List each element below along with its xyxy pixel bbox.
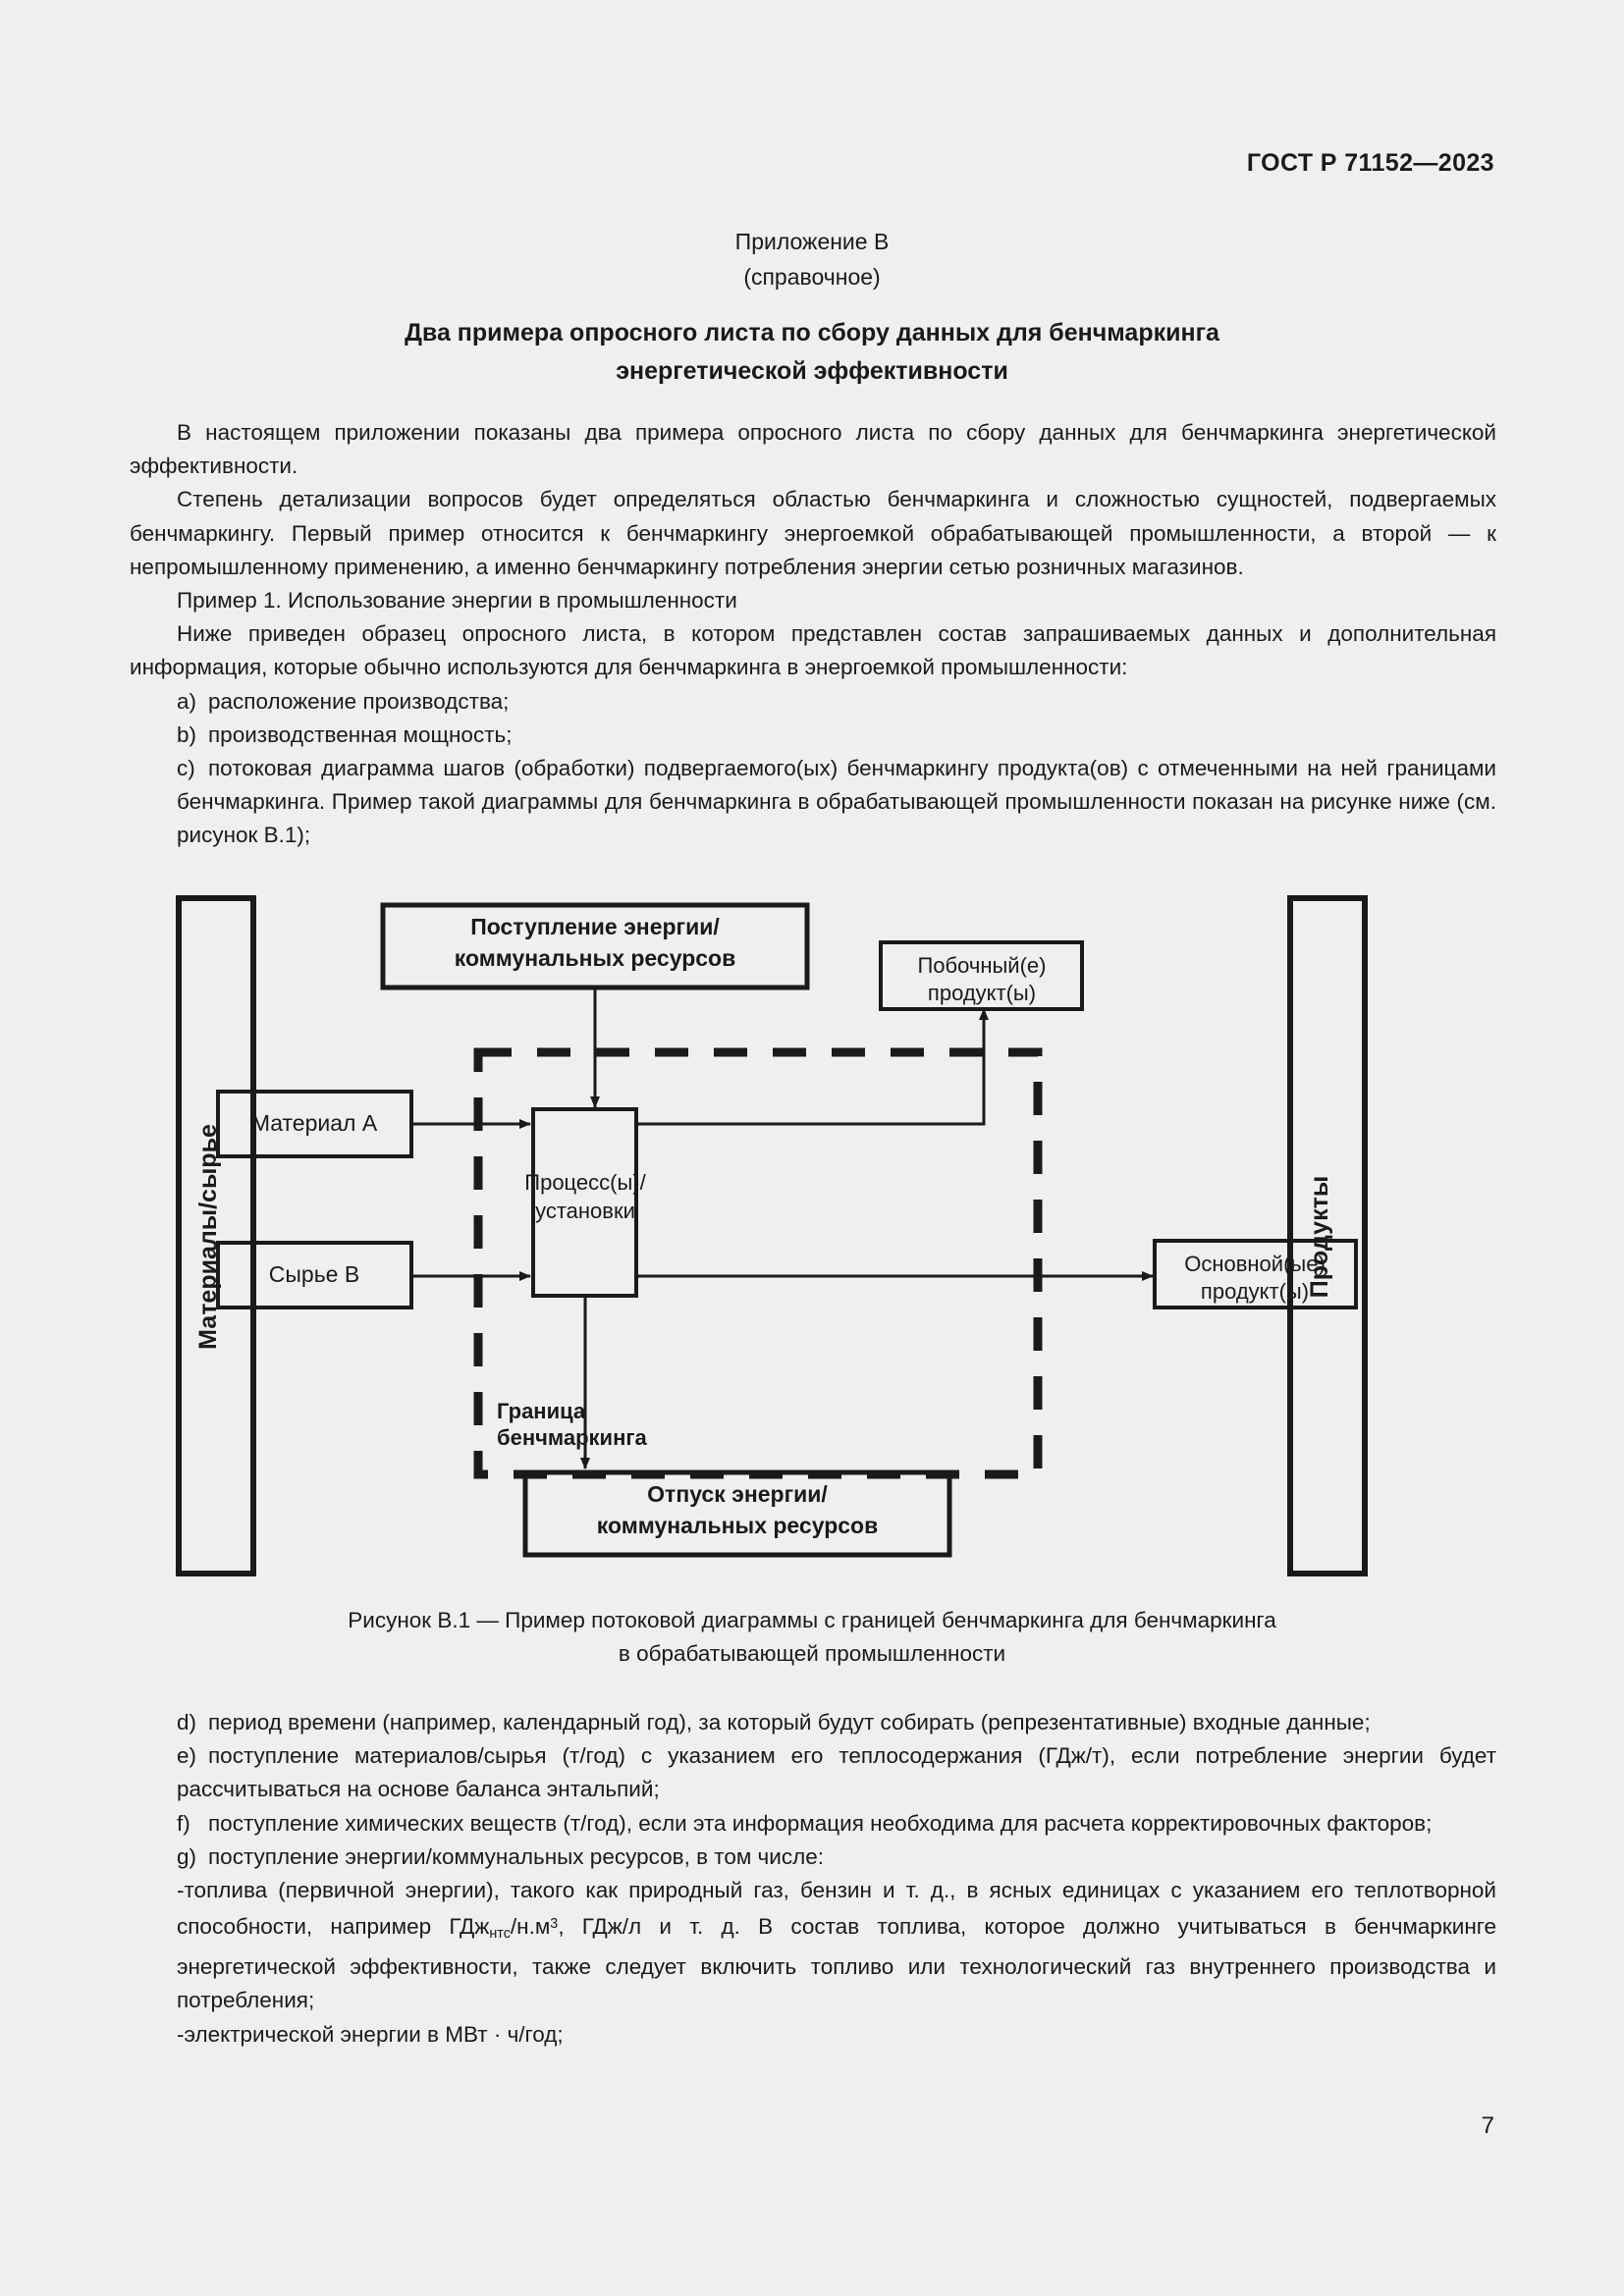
list-marker: b) (177, 721, 197, 747)
figure-caption-line-2: в обрабатывающей промышленности (618, 1641, 1006, 1666)
dash-item-text-suffix: , ГДж/л и т. д. В состав топлива, которо… (177, 1914, 1496, 2013)
byproduct-box (879, 940, 1084, 1011)
products-bar (1287, 895, 1368, 1576)
raw-b-label: Сырье В (269, 1261, 359, 1287)
dash-item-subscript: нтс (489, 1926, 511, 1942)
energy-output-label-line-2: коммунальных ресурсов (597, 1513, 878, 1538)
body-text-after-figure: d) период времени (например, календарный … (130, 1706, 1496, 2052)
dash-item-text: электрической энергии в МВт · ч/год; (184, 2021, 564, 2047)
mainproduct-label-line-1: Основной(ые) (1184, 1252, 1326, 1276)
appendix-sublabel: (справочное) (743, 264, 881, 290)
list-item-text: расположение производства; (208, 688, 510, 714)
list-marker: f) (177, 1810, 190, 1836)
list-item-text: потоковая диаграмма шагов (обработки) по… (177, 756, 1496, 848)
list-item: c)потоковая диаграмма шагов (обработки) … (130, 752, 1496, 853)
list-item: g) поступление энергии/коммунальных ресур… (130, 1841, 1496, 1874)
paragraph: Ниже приведен образец опросного листа, в… (130, 621, 1496, 680)
dash-item-text-prefix: топлива (первичной энергии), такого как … (177, 1878, 1496, 1940)
list-item: b) производственная мощность; (130, 719, 1496, 752)
dash-marker: - (177, 1878, 185, 1903)
list-marker: e) (177, 1743, 197, 1769)
list-marker: g) (177, 1843, 197, 1869)
list-item-text: поступление материалов/сырья (т/год) с у… (177, 1743, 1496, 1802)
mainproduct-label-line-2: продукт(ы) (1201, 1279, 1309, 1304)
page-title: Два примера опросного листа по сбору дан… (0, 314, 1624, 391)
benchmark-boundary-label-line-2: бенчмаркинга (497, 1425, 648, 1450)
dash-item-text-mid: /н.м (510, 1914, 551, 1940)
dash-marker: - (177, 2021, 185, 2047)
energy-input-label-line-1: Поступление энергии/ (470, 914, 720, 939)
process-label-line-1: Процесс(ы)/ (524, 1170, 646, 1195)
list-item: e)поступление материалов/сырья (т/год) с… (130, 1739, 1496, 1806)
material-a-label: Материал А (251, 1110, 378, 1136)
list-item-text: производственная мощность; (208, 721, 513, 747)
figure-caption-line-1: Рисунок В.1 — Пример потоковой диаграммы… (348, 1608, 1276, 1632)
page-number: 7 (1481, 2112, 1494, 2139)
paragraph: Степень детализации вопросов будет опред… (130, 487, 1496, 579)
list-marker: a) (177, 688, 197, 714)
list-item: d) период времени (например, календарный … (130, 1706, 1496, 1739)
list-item: a) расположение производства; (130, 685, 1496, 719)
dash-list-item: -топлива (первичной энергии), такого как… (130, 1874, 1496, 2018)
energy-output-label-line-1: Отпуск энергии/ (647, 1481, 828, 1507)
list-item-text: поступление химических веществ (т/год), … (208, 1810, 1433, 1836)
paragraph: Пример 1. Использование энергии в промыш… (177, 588, 737, 614)
products-bar-label: Продукты (1306, 1176, 1333, 1298)
appendix-heading: Приложение В (справочное) (0, 224, 1624, 294)
byproduct-label-line-2: продукт(ы) (928, 981, 1036, 1005)
document-header-standard-id: ГОСТ Р 71152—2023 (1246, 149, 1494, 177)
list-item-text: период времени (например, календарный го… (208, 1710, 1371, 1735)
dash-list-item: -электрической энергии в МВт · ч/год; (130, 2018, 1496, 2052)
list-item: f) поступление химических веществ (т/год)… (130, 1807, 1496, 1841)
page-title-line-1: Два примера опросного листа по сбору дан… (405, 319, 1219, 347)
materials-bar-label: Материалы/сырье (194, 1124, 222, 1350)
list-marker: d) (177, 1710, 197, 1735)
materials-bar (176, 895, 256, 1576)
list-item-text: поступление энергии/коммунальных ресурсо… (208, 1843, 824, 1869)
paragraph: В настоящем приложении показаны два прим… (130, 420, 1496, 479)
benchmark-boundary-label-line-1: Граница (497, 1399, 586, 1423)
dash-item-superscript: 3 (550, 1916, 559, 1933)
flow-diagram-figure: Материалы/сырье Продукты Граница бенчмар… (130, 883, 1496, 1590)
energy-output-box (522, 1469, 952, 1558)
body-text-before-figure: В настоящем приложении показаны два прим… (130, 416, 1496, 853)
process-label-line-2: установки (535, 1199, 635, 1223)
figure-caption: Рисунок В.1 — Пример потоковой диаграммы… (0, 1604, 1624, 1671)
appendix-label: Приложение В (734, 229, 890, 254)
byproduct-label-line-1: Побочный(е) (917, 953, 1046, 978)
page-title-line-2: энергетической эффективности (616, 357, 1008, 385)
arrow-process-to-byproduct (636, 1008, 989, 1126)
mainproduct-box (1153, 1239, 1358, 1309)
list-marker: c) (177, 756, 195, 781)
energy-input-label-line-2: коммунальных ресурсов (455, 945, 735, 971)
